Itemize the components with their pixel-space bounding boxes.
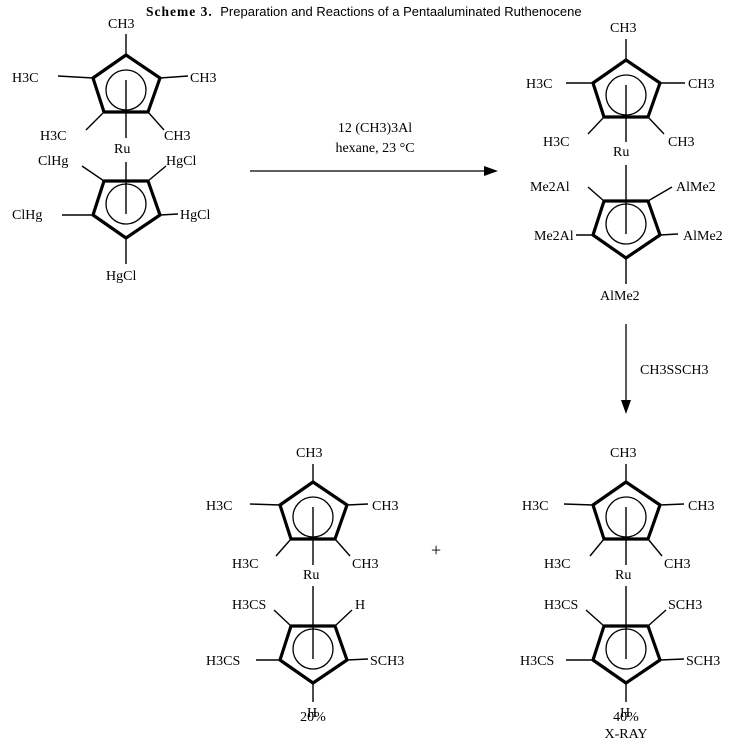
label-h3cs: H3CS bbox=[232, 598, 266, 613]
plus-sign: + bbox=[431, 540, 441, 560]
label-alme2: AlMe2 bbox=[600, 289, 640, 304]
label-h3c: H3C bbox=[526, 77, 552, 92]
cp-ring-bottom: H3CS SCH3 H3CS SCH3 H bbox=[520, 586, 720, 721]
reaction-arrow-1: 12 (CH3)3Al hexane, 23 °C bbox=[250, 121, 498, 176]
label-ru: Ru bbox=[615, 568, 631, 583]
label-h3cs: H3CS bbox=[544, 598, 578, 613]
reaction-arrow-2: CH3SSCH3 bbox=[621, 324, 708, 414]
label-me2al: Me2Al bbox=[534, 229, 574, 244]
cp-ring-bottom: H3CS H H3CS SCH3 H bbox=[206, 586, 404, 721]
label-ru: Ru bbox=[114, 142, 130, 157]
label-ch3: CH3 bbox=[610, 446, 636, 461]
label-clhg: ClHg bbox=[38, 154, 68, 169]
label-h3c: H3C bbox=[522, 499, 548, 514]
label-ch3: CH3 bbox=[668, 135, 694, 150]
molecule-pentaaluminated-ruthenocene: CH3 H3C CH3 H3C CH3 Ru Me2Al AlMe2 Me2Al… bbox=[526, 21, 723, 304]
label-alme2: AlMe2 bbox=[676, 180, 716, 195]
reaction-conditions: hexane, 23 °C bbox=[335, 141, 414, 156]
molecule-starting-material: CH3 H3C CH3 H3C CH3 Ru ClHg HgCl ClHg Hg… bbox=[12, 17, 216, 284]
arrowhead bbox=[621, 400, 631, 414]
cp-ring-top: CH3 H3C CH3 H3C CH3 bbox=[526, 21, 714, 150]
label-ru: Ru bbox=[303, 568, 319, 583]
molecule-product-left: CH3 H3C CH3 H3C CH3 Ru H3CS H H3CS SCH3 … bbox=[206, 446, 404, 725]
yield-left: 20% bbox=[300, 710, 326, 725]
cp-ring-bottom: ClHg HgCl ClHg HgCl HgCl bbox=[12, 154, 210, 284]
label-me2al: Me2Al bbox=[530, 180, 570, 195]
arrowhead bbox=[484, 166, 498, 176]
label-h3c: H3C bbox=[40, 129, 66, 144]
reagent-dimethyl-disulfide: CH3SSCH3 bbox=[640, 363, 708, 378]
label-ch3: CH3 bbox=[108, 17, 134, 32]
label-h3c: H3C bbox=[206, 499, 232, 514]
label-ch3: CH3 bbox=[352, 557, 378, 572]
label-h: H bbox=[355, 598, 365, 613]
label-hgcl: HgCl bbox=[166, 154, 196, 169]
cp-ring-top: CH3 H3C CH3 H3C CH3 bbox=[12, 17, 216, 144]
label-alme2: AlMe2 bbox=[683, 229, 723, 244]
xray-note: X-RAY bbox=[604, 727, 647, 742]
label-ch3: CH3 bbox=[372, 499, 398, 514]
label-ch3: CH3 bbox=[190, 71, 216, 86]
label-ch3: CH3 bbox=[610, 21, 636, 36]
scheme-title: Scheme 3. Preparation and Reactions of a… bbox=[146, 4, 582, 20]
label-hgcl: HgCl bbox=[106, 269, 136, 284]
label-h3c: H3C bbox=[543, 135, 569, 150]
label-sch3: SCH3 bbox=[686, 654, 720, 669]
scheme-caption: Preparation and Reactions of a Pentaalum… bbox=[220, 4, 581, 19]
label-ch3: CH3 bbox=[296, 446, 322, 461]
cp-ring-top: CH3 H3C CH3 H3C CH3 bbox=[206, 446, 398, 572]
label-h3cs: H3CS bbox=[520, 654, 554, 669]
cp-ring-top: CH3 H3C CH3 H3C CH3 bbox=[522, 446, 714, 572]
label-ch3: CH3 bbox=[688, 77, 714, 92]
label-ch3: CH3 bbox=[688, 499, 714, 514]
scheme-number: Scheme 3. bbox=[146, 4, 213, 19]
molecule-product-right: CH3 H3C CH3 H3C CH3 Ru H3CS SCH3 H3CS SC… bbox=[520, 446, 720, 742]
label-h: H bbox=[307, 706, 317, 721]
reagent-trimethylaluminum: 12 (CH3)3Al bbox=[338, 121, 412, 136]
label-h3cs: H3CS bbox=[206, 654, 240, 669]
label-h: H bbox=[620, 706, 630, 721]
label-h3c: H3C bbox=[232, 557, 258, 572]
yield-right: 40% bbox=[613, 710, 639, 725]
label-ru: Ru bbox=[613, 145, 629, 160]
cp-ring-bottom: Me2Al AlMe2 Me2Al AlMe2 AlMe2 bbox=[530, 165, 723, 304]
label-hgcl: HgCl bbox=[180, 208, 210, 223]
label-sch3: SCH3 bbox=[668, 598, 702, 613]
label-sch3: SCH3 bbox=[370, 654, 404, 669]
label-ch3: CH3 bbox=[164, 129, 190, 144]
label-ch3: CH3 bbox=[664, 557, 690, 572]
label-clhg: ClHg bbox=[12, 208, 42, 223]
label-h3c: H3C bbox=[12, 71, 38, 86]
label-h3c: H3C bbox=[544, 557, 570, 572]
